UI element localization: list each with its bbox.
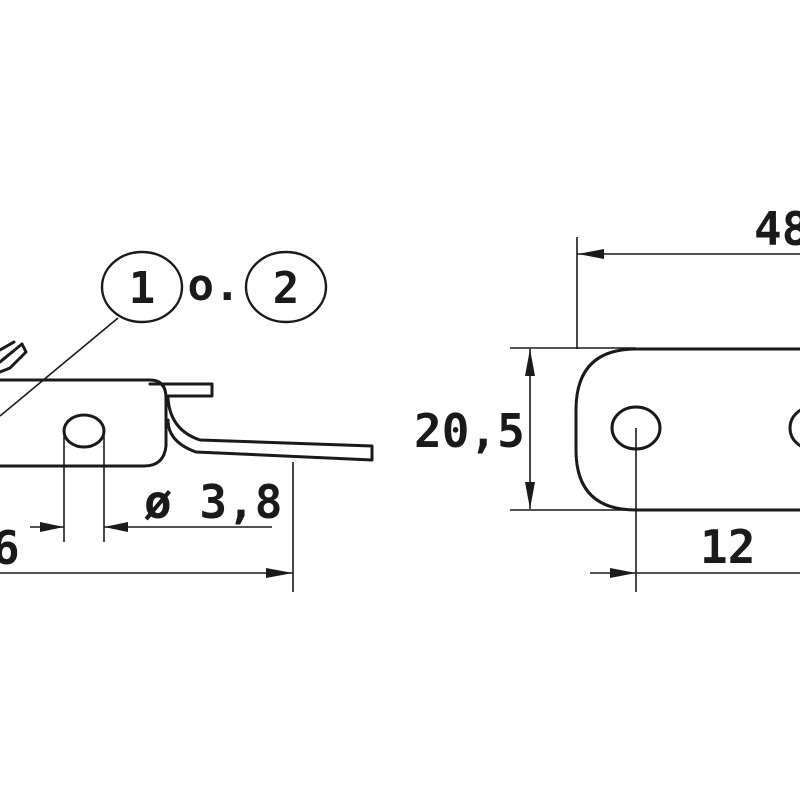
spring-tongue <box>166 396 374 462</box>
hole-diameter-label: ø 3,8 <box>144 475 282 529</box>
callout-separator: o. <box>188 260 241 311</box>
width-label: 20,5 <box>414 404 525 458</box>
top-view: 48 20,5 12 <box>414 202 800 592</box>
width-dim-arrow-top <box>525 349 535 376</box>
clip-body <box>0 378 168 468</box>
length-label: 48 <box>754 202 800 256</box>
side-bottom-arrow-right <box>266 568 293 578</box>
callout-2-circle <box>244 250 328 324</box>
width-dim-arrow-bottom <box>525 482 535 509</box>
plate-outline <box>574 347 800 512</box>
side-hole <box>62 413 106 449</box>
length-dim-arrow-left <box>578 249 604 259</box>
callout-2-label: 2 <box>273 263 300 314</box>
upper-tab <box>148 382 214 398</box>
side-view: 1 o. 2 ø 3,8 6 <box>0 250 374 592</box>
partial-dim-label: 6 <box>0 521 20 575</box>
callout-1-label: 1 <box>129 263 156 314</box>
callout-1-circle <box>100 250 184 324</box>
hole-offset-label: 12 <box>700 520 755 574</box>
hook-tab-inner <box>0 340 16 352</box>
hook-tab <box>0 342 28 374</box>
hole-dim-arrow-right <box>104 522 128 532</box>
callout-leader-line <box>0 317 119 417</box>
hole-offset-arrow-left <box>610 568 636 578</box>
plate-hole-2 <box>788 408 800 448</box>
hole-dim-arrow-left <box>40 522 64 532</box>
